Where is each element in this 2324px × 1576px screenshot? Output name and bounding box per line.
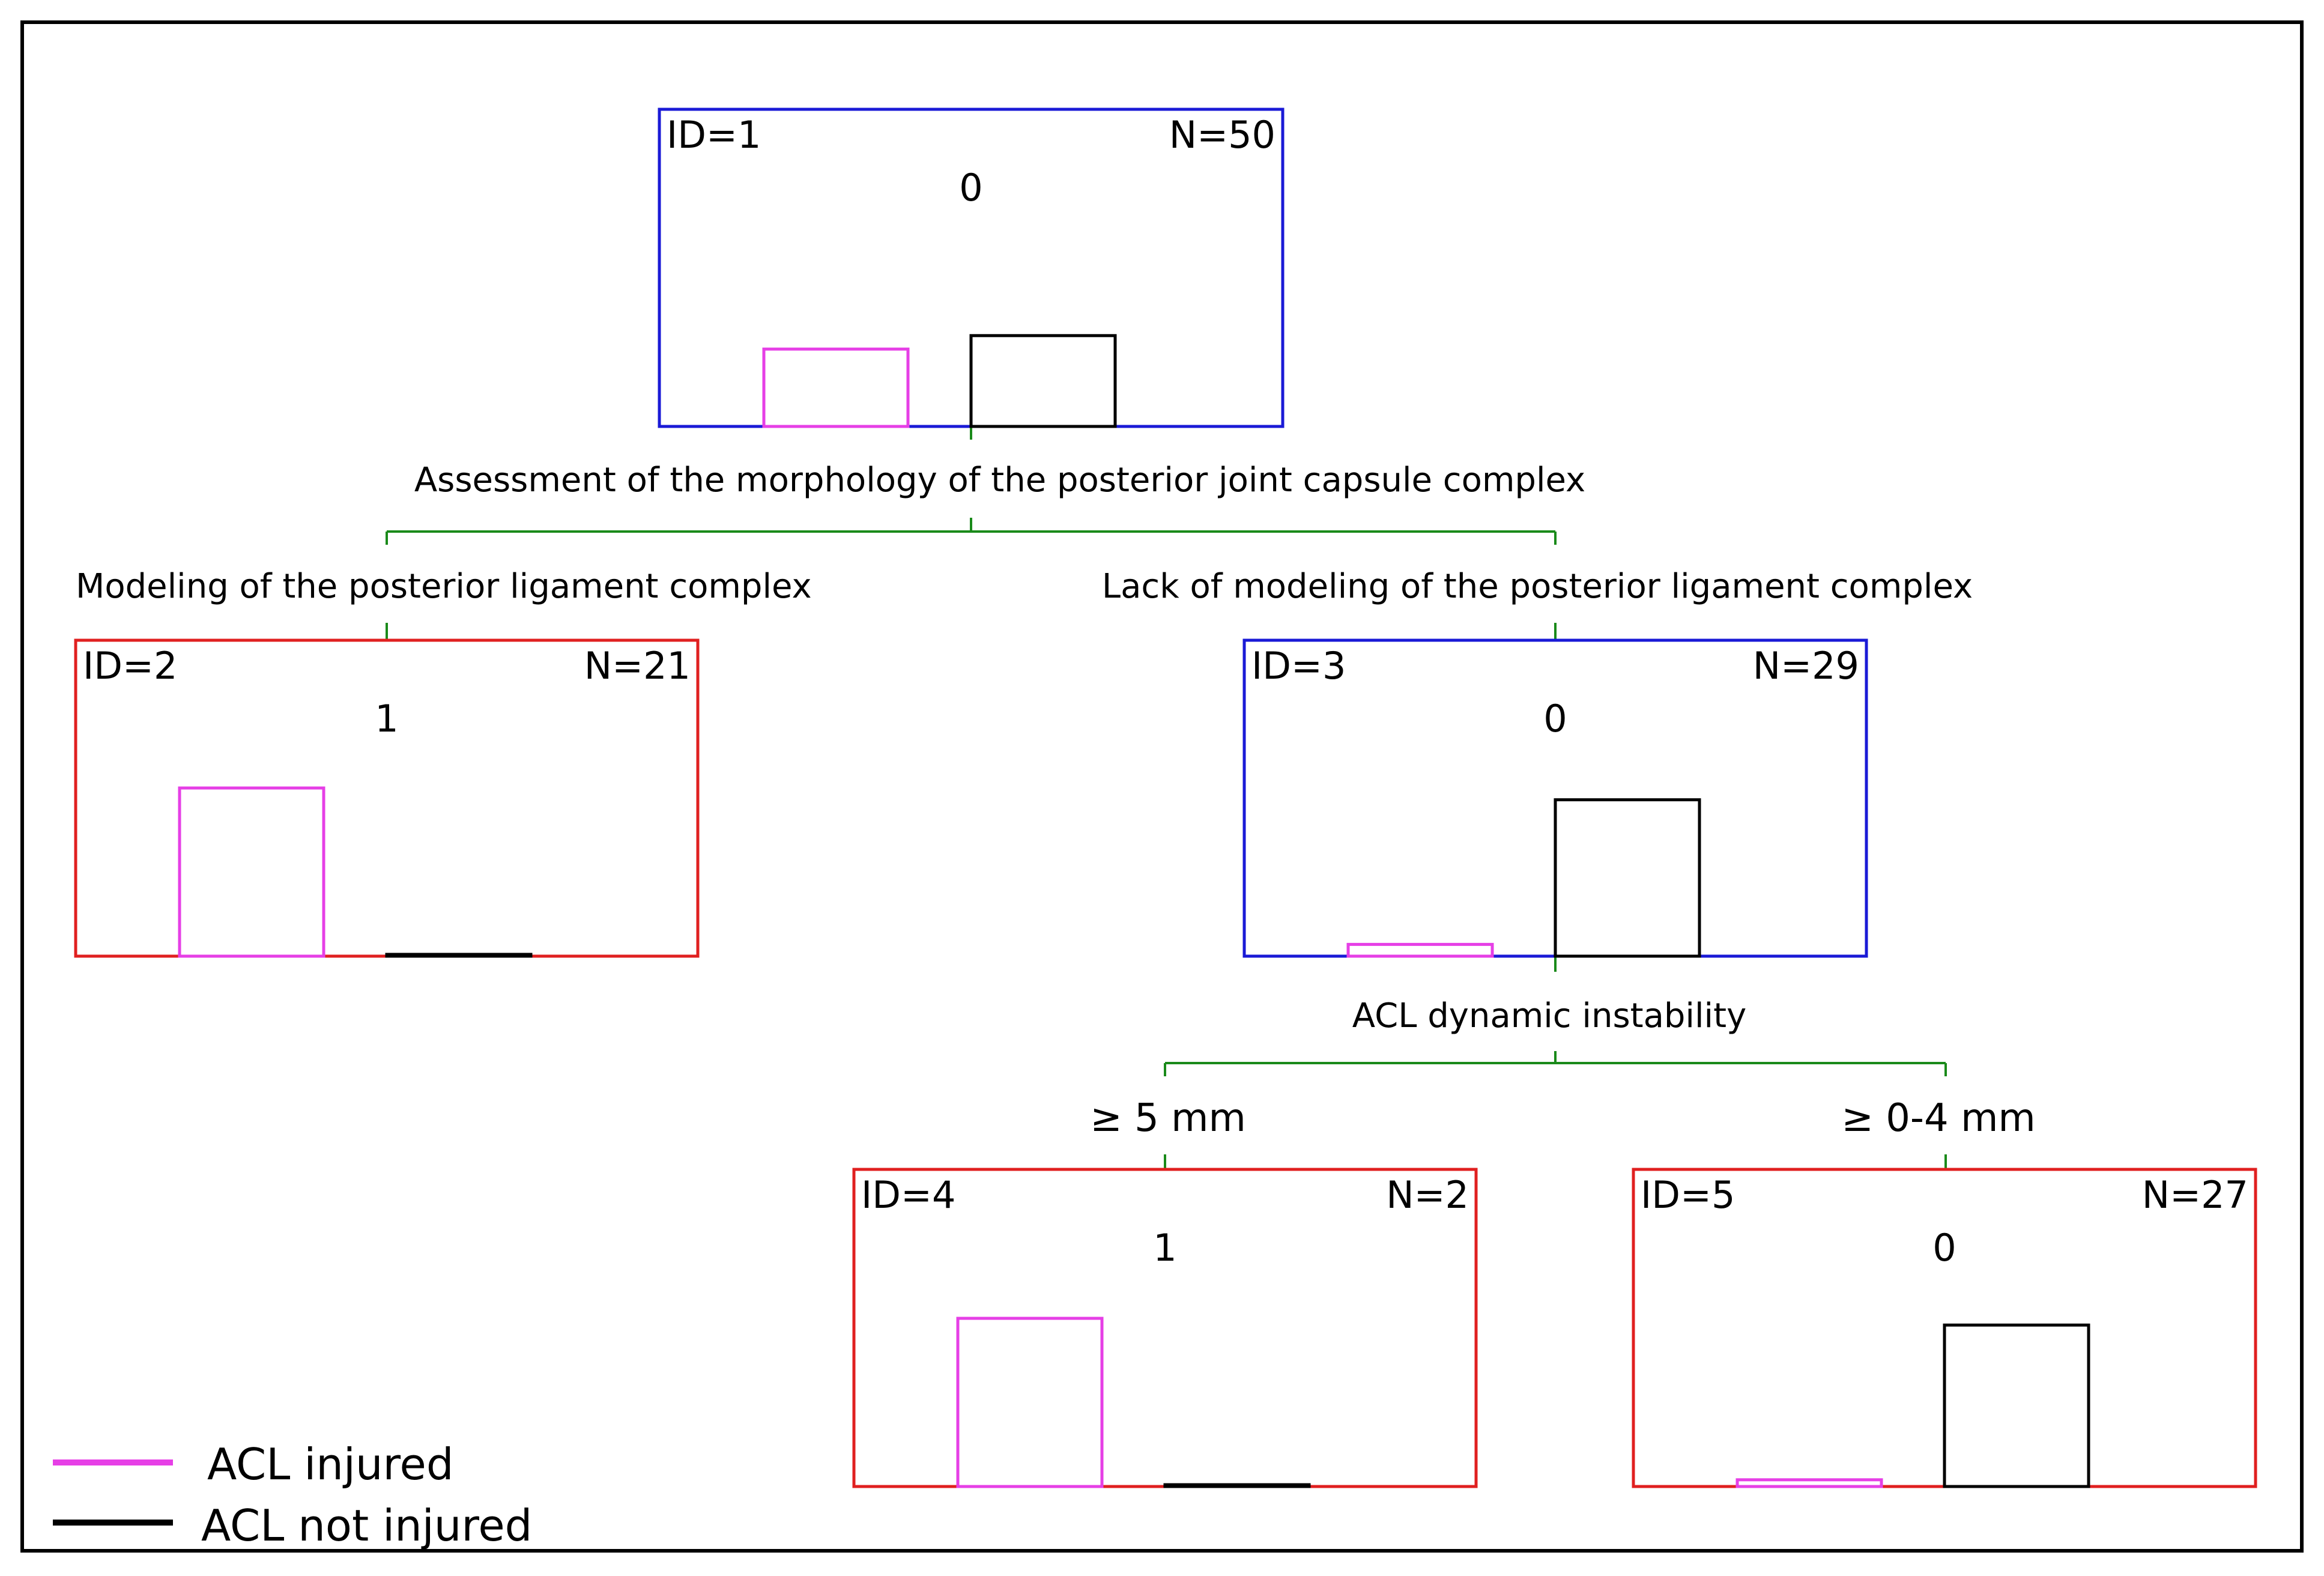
tree-node-1: ID=1 N=50 0 [658, 108, 1285, 428]
node-4-bar-injured [956, 1317, 1104, 1488]
node-5-bar-injured [1735, 1478, 1883, 1488]
node-4-id: ID=4 [861, 1173, 955, 1217]
tree-node-2: ID=2 N=21 1 [74, 638, 700, 958]
node-3-bar-not-injured [1554, 798, 1701, 958]
node-4-count: N=2 [1386, 1173, 1469, 1217]
node-5-count: N=27 [2142, 1173, 2248, 1217]
tree-node-5: ID=5 N=27 0 [1632, 1168, 2257, 1488]
node-2-count: N=21 [584, 644, 691, 688]
node-1-bar-injured [762, 347, 910, 428]
legend-label-injured: ACL injured [207, 1439, 454, 1490]
figure-frame [20, 20, 2304, 1553]
tree-node-3: ID=3 N=29 0 [1242, 638, 1868, 958]
node-3-id: ID=3 [1251, 644, 1346, 688]
node-4-bar-not-injured [1163, 1483, 1311, 1488]
node-3-bar-injured [1346, 942, 1494, 958]
node-2-class: 1 [375, 697, 398, 741]
node-2-bar-not-injured [385, 953, 533, 958]
node-2-id: ID=2 [83, 644, 177, 688]
node-3-count: N=29 [1753, 644, 1859, 688]
node-5-id: ID=5 [1641, 1173, 1735, 1217]
tree-connectors [386, 426, 1947, 1169]
node-5-class: 0 [1932, 1226, 1956, 1270]
split-1-variable: Assessment of the morphology of the post… [414, 461, 1585, 500]
split-2-right-branch: ≥ 0-4 mm [1841, 1096, 2036, 1141]
node-1-id: ID=1 [667, 113, 761, 157]
node-1-count: N=50 [1169, 113, 1275, 157]
node-3-class: 0 [1543, 697, 1567, 741]
split-2-variable: ACL dynamic instability [1352, 996, 1746, 1035]
split-1-left-branch: Modeling of the posterior ligament compl… [76, 567, 812, 606]
tree-node-4: ID=4 N=2 1 [852, 1168, 1478, 1488]
node-4-box [852, 1168, 1478, 1488]
split-2-left-branch: ≥ 5 mm [1090, 1096, 1246, 1141]
node-5-bar-not-injured [1943, 1323, 2090, 1488]
legend: ACL injured ACL not injured [53, 1439, 532, 1551]
node-2-bar-injured [178, 786, 325, 958]
node-1-bar-not-injured [969, 334, 1117, 428]
node-4-class: 1 [1153, 1226, 1176, 1270]
legend-label-not-injured: ACL not injured [201, 1500, 532, 1551]
node-1-class: 0 [959, 166, 982, 210]
split-1-right-branch: Lack of modeling of the posterior ligame… [1102, 567, 1973, 606]
